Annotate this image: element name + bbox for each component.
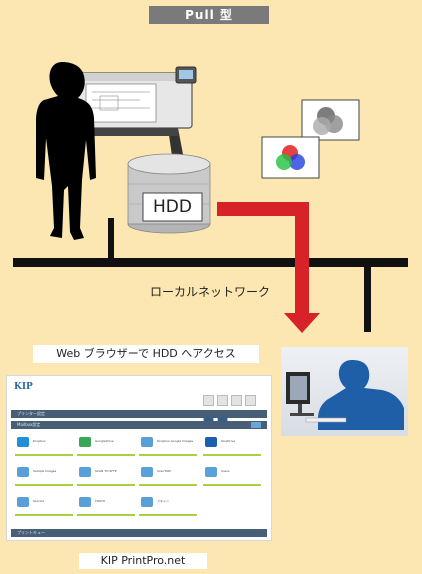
tile-underline — [139, 514, 197, 516]
folder-icon — [205, 437, 217, 447]
folder-icon — [79, 467, 91, 477]
mailbox-settings-label: Mailbox設定 — [17, 422, 41, 427]
diagram-title: Pull 型 — [149, 6, 269, 24]
printpro-screenshot: KIP プリンター設定 Mailbox設定 Dropbox GoogleDrive… — [6, 375, 272, 541]
web-access-label: Web ブラウザーで HDD へアクセス — [33, 345, 259, 363]
network-lines — [13, 218, 408, 332]
mailbox-tile-label: GoogleDrive — [95, 439, 114, 443]
tile-underline — [203, 484, 261, 486]
tile-underline — [15, 514, 73, 516]
folder-icon — [17, 467, 29, 477]
mailbox-tile-label: Service — [33, 499, 45, 503]
mailbox-tile-label: SCAN TO SFTP — [95, 469, 117, 473]
help-icon — [245, 395, 256, 406]
network-bus — [13, 258, 408, 267]
mailbox-tile[interactable]: Dropbox Google Images — [139, 434, 197, 456]
mailbox-tile[interactable]: Sample Images — [15, 464, 73, 486]
tile-underline — [139, 484, 197, 486]
screenshot-toolbar — [203, 391, 271, 429]
product-label: KIP PrintPro.net — [79, 553, 207, 569]
tile-underline — [15, 484, 73, 486]
mailbox-settings-bar: Mailbox設定 — [11, 421, 267, 429]
tile-underline — [77, 484, 135, 486]
print-queue-bar: プリントキュー — [11, 529, 267, 537]
mailbox-tile[interactable]: TOKYO — [77, 494, 135, 516]
folder-icon — [17, 497, 29, 507]
add-mailbox-icon — [251, 422, 261, 428]
mailbox-tile[interactable]: ScanToPC — [139, 464, 197, 486]
printer-settings-bar: プリンター設定 — [11, 410, 267, 418]
mailbox-tile-label: Sample Images — [33, 469, 57, 473]
folder-icon — [79, 437, 91, 447]
folder-icon — [17, 437, 29, 447]
mailbox-tile[interactable]: Dropbox — [15, 434, 73, 456]
kip-logo: KIP — [14, 382, 33, 392]
mailbox-tile[interactable]: GoogleDrive — [77, 434, 135, 456]
hdd-label: HDD — [153, 197, 192, 217]
mailbox-tile-label: Dropbox Google Images — [157, 439, 194, 443]
mailbox-tile-label: Users — [221, 469, 230, 473]
network-label: ローカルネットワーク — [149, 285, 270, 299]
pull-arrow — [217, 202, 320, 333]
mailbox-tile[interactable]: SCAN TO SFTP — [77, 464, 135, 486]
mailbox-tile-label: ScanToPC — [157, 469, 172, 473]
list-icon — [231, 395, 242, 406]
mailbox-tile-label: TOKYO — [95, 499, 106, 503]
folder-icon — [205, 467, 217, 477]
color-image-cards — [261, 99, 360, 179]
mailbox-tile[interactable]: Users — [203, 464, 261, 486]
tile-underline — [203, 454, 261, 456]
folder-icon — [141, 467, 153, 477]
mailbox-tile-label: スキャン — [157, 499, 170, 503]
mailbox-tile[interactable]: OneDrive — [203, 434, 261, 456]
home-icon — [203, 395, 214, 406]
pc-user-photo — [281, 347, 408, 436]
tile-underline — [77, 514, 135, 516]
printer-icon — [217, 395, 228, 406]
mailbox-tile[interactable]: スキャン — [139, 494, 197, 516]
printer-drop-line — [108, 218, 114, 260]
hdd-cylinder — [127, 153, 211, 234]
pc-drop-line — [364, 264, 371, 332]
mailbox-tile-label: Dropbox — [33, 439, 46, 443]
tile-underline — [139, 454, 197, 456]
mailbox-tile-label: OneDrive — [221, 439, 236, 443]
tile-underline — [77, 454, 135, 456]
mailbox-tile[interactable]: Service — [15, 494, 73, 516]
folder-icon — [141, 437, 153, 447]
folder-icon — [79, 497, 91, 507]
tile-underline — [15, 454, 73, 456]
folder-icon — [141, 497, 153, 507]
user-silhouette — [36, 62, 96, 240]
